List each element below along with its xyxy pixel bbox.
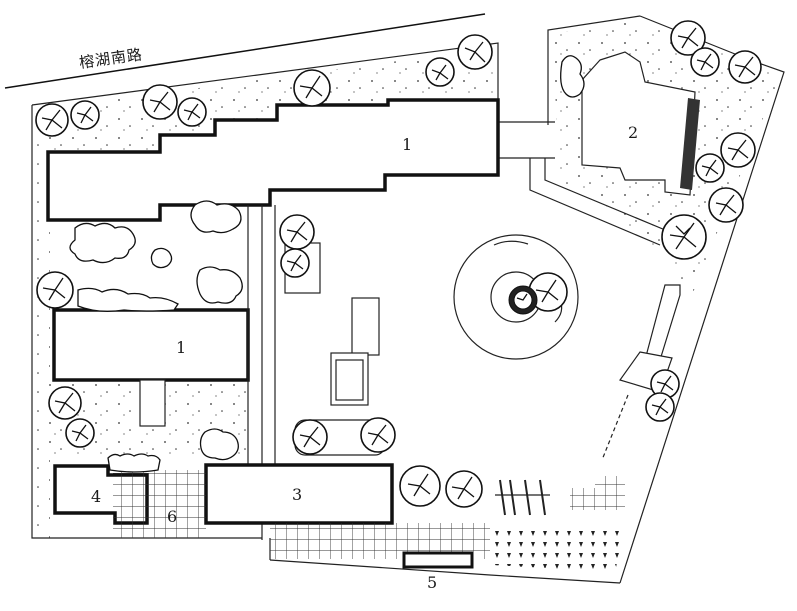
tree (457, 34, 493, 70)
structure-5: 5 (402, 551, 474, 592)
tree (70, 100, 100, 130)
tree (728, 50, 762, 84)
tree (65, 418, 95, 448)
tree (292, 419, 328, 455)
tree (695, 153, 725, 183)
shrubs (69, 55, 585, 473)
tree (690, 47, 720, 77)
tree (708, 187, 744, 223)
tree (35, 103, 69, 137)
building-1-top: 1 (46, 98, 500, 222)
tree (293, 69, 331, 107)
tree (177, 97, 207, 127)
ground-cover (492, 525, 625, 572)
tree (650, 369, 680, 399)
tree (425, 57, 455, 87)
area-6-label: 6 (167, 507, 177, 526)
tree (48, 386, 82, 420)
building-4-label: 4 (91, 487, 101, 506)
trees (35, 20, 762, 508)
tree (280, 248, 310, 278)
building-1-middle-label: 1 (176, 338, 186, 357)
connector-walkway (498, 121, 671, 246)
tree (279, 214, 315, 250)
tree (661, 214, 707, 260)
building-3: 3 (204, 463, 394, 525)
tree (645, 392, 675, 422)
tree (360, 417, 396, 453)
tree (399, 465, 441, 507)
site-boundary (31, 15, 785, 584)
tree (670, 20, 706, 56)
building-1-top-label: 1 (402, 135, 412, 154)
tree (720, 132, 756, 168)
tree (142, 84, 178, 120)
tree-center-dark (508, 285, 538, 315)
building-2: 2 (581, 51, 700, 196)
building-2-label: 2 (628, 123, 638, 142)
building-3-label: 3 (292, 485, 302, 504)
structure-5-label: 5 (427, 573, 437, 592)
tree (36, 271, 74, 309)
tree (445, 470, 483, 508)
